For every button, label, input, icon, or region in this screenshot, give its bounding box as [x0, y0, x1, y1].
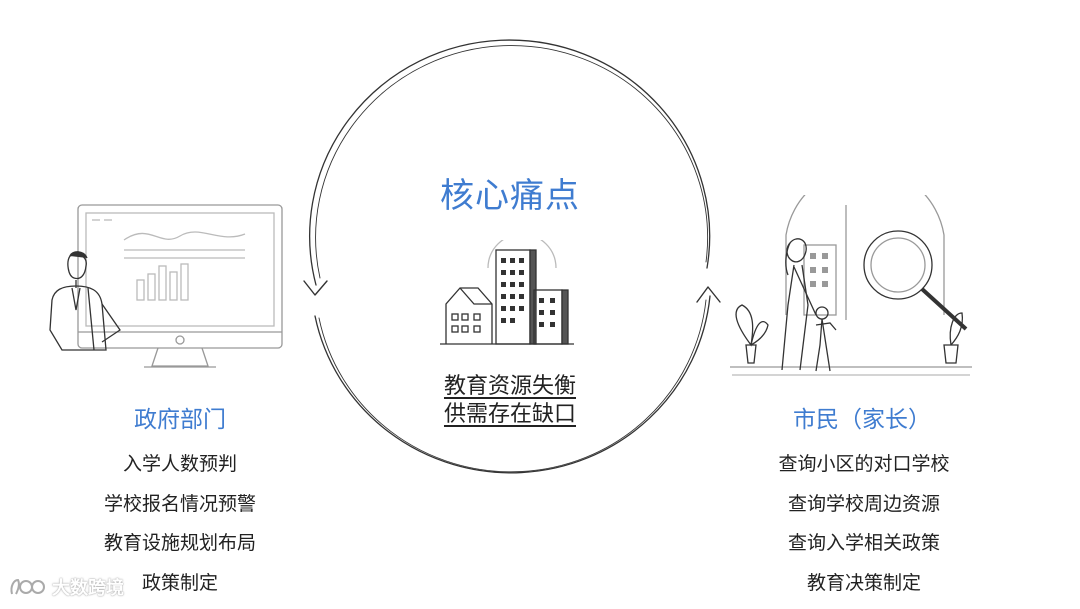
upper-cycle-arc: [309, 39, 711, 286]
list-item: 入学人数预判: [122, 453, 237, 475]
citizens-illustration: [730, 195, 972, 376]
core-pain-point-title: 核心痛点: [440, 176, 580, 216]
watermark-text: 大数跨境: [52, 578, 124, 599]
buildings-illustration: [440, 240, 574, 345]
government-title: 政府部门: [134, 407, 226, 433]
list-item: 政策制定: [141, 571, 218, 594]
logo-icon: [10, 578, 45, 595]
citizens-title: 市民（家长）: [793, 407, 931, 433]
list-item: 学校报名情况预警: [103, 492, 256, 515]
citizens-list: 查询小区的对口学校 查询学校周边资源 查询入学相关政策 教育决策制定: [734, 451, 994, 609]
right-arrowhead: [696, 286, 721, 303]
core-issue-line-1: 教育资源失衡: [443, 374, 576, 399]
list-item: 查询入学相关政策: [787, 532, 940, 554]
government-list: 入学人数预判 学校报名情况预警 教育设施规划布局 政策制定: [50, 451, 310, 609]
core-issue-line-2: 供需存在缺口: [443, 402, 576, 427]
list-item: 教育决策制定: [806, 571, 921, 594]
list-item: 教育设施规划布局: [103, 532, 256, 554]
government-illustration: [49, 204, 283, 368]
list-item: 查询小区的对口学校: [778, 453, 950, 475]
lower-cycle-arc: [314, 295, 711, 474]
left-arrowhead: [303, 280, 328, 296]
watermark: 大数跨境: [8, 574, 124, 600]
list-item: 查询学校周边资源: [787, 492, 940, 515]
